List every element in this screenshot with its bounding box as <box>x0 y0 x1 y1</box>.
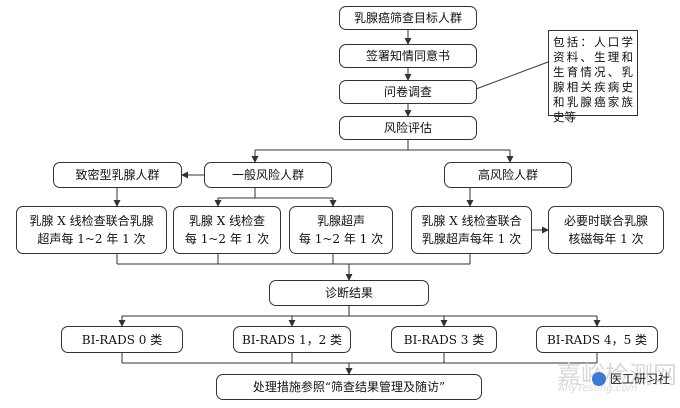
birads-12-box: BI-RADS 1，2 类 <box>233 326 351 353</box>
logo-text: 医工研习社 <box>610 372 671 386</box>
general-xray-box: 乳腺 X 线检查 每 1~2 年 1 次 <box>173 206 281 254</box>
high-exam-box: 乳腺 X 线检查联合 乳腺超声每年 1 次 <box>411 206 532 254</box>
follow-up-box: 处理措施参照“筛查结果管理及随访” <box>216 374 482 400</box>
risk-assessment-box: 风险评估 <box>339 116 477 140</box>
mri-exam-box: 必要时联合乳腺 核磁每年 1 次 <box>548 206 664 254</box>
questionnaire-box: 问卷调查 <box>339 80 477 104</box>
high-risk-group-box: 高风险人群 <box>444 162 572 188</box>
watermark-sub: AnyTesting.com <box>558 383 638 394</box>
wechat-icon <box>592 371 606 386</box>
birads-45-box: BI-RADS 4，5 类 <box>536 326 658 353</box>
dense-exam-box: 乳腺 X 线检查联合乳腺 超声每 1~2 年 1 次 <box>16 206 167 254</box>
note-connector <box>467 61 549 93</box>
watermark-main: 嘉峪检测网 <box>557 361 677 389</box>
questionnaire-note: 包括：人口学资料、生理和生育情况、乳腺相关疾病史和乳腺癌家族史等 <box>548 30 638 124</box>
diagnosis-box: 诊断结果 <box>269 280 429 306</box>
general-ultrasound-box: 乳腺超声 每 1~2 年 1 次 <box>289 206 393 254</box>
birads-3-box: BI-RADS 3 类 <box>391 326 497 353</box>
birads-0-box: BI-RADS 0 类 <box>61 326 183 353</box>
watermark-logo: 医工研习社 <box>592 370 670 387</box>
dense-breast-group-box: 致密型乳腺人群 <box>53 162 182 188</box>
general-risk-group-box: 一般风险人群 <box>204 162 332 188</box>
consent-box: 签署知情同意书 <box>339 44 477 68</box>
target-population-box: 乳腺癌筛查目标人群 <box>339 6 477 30</box>
